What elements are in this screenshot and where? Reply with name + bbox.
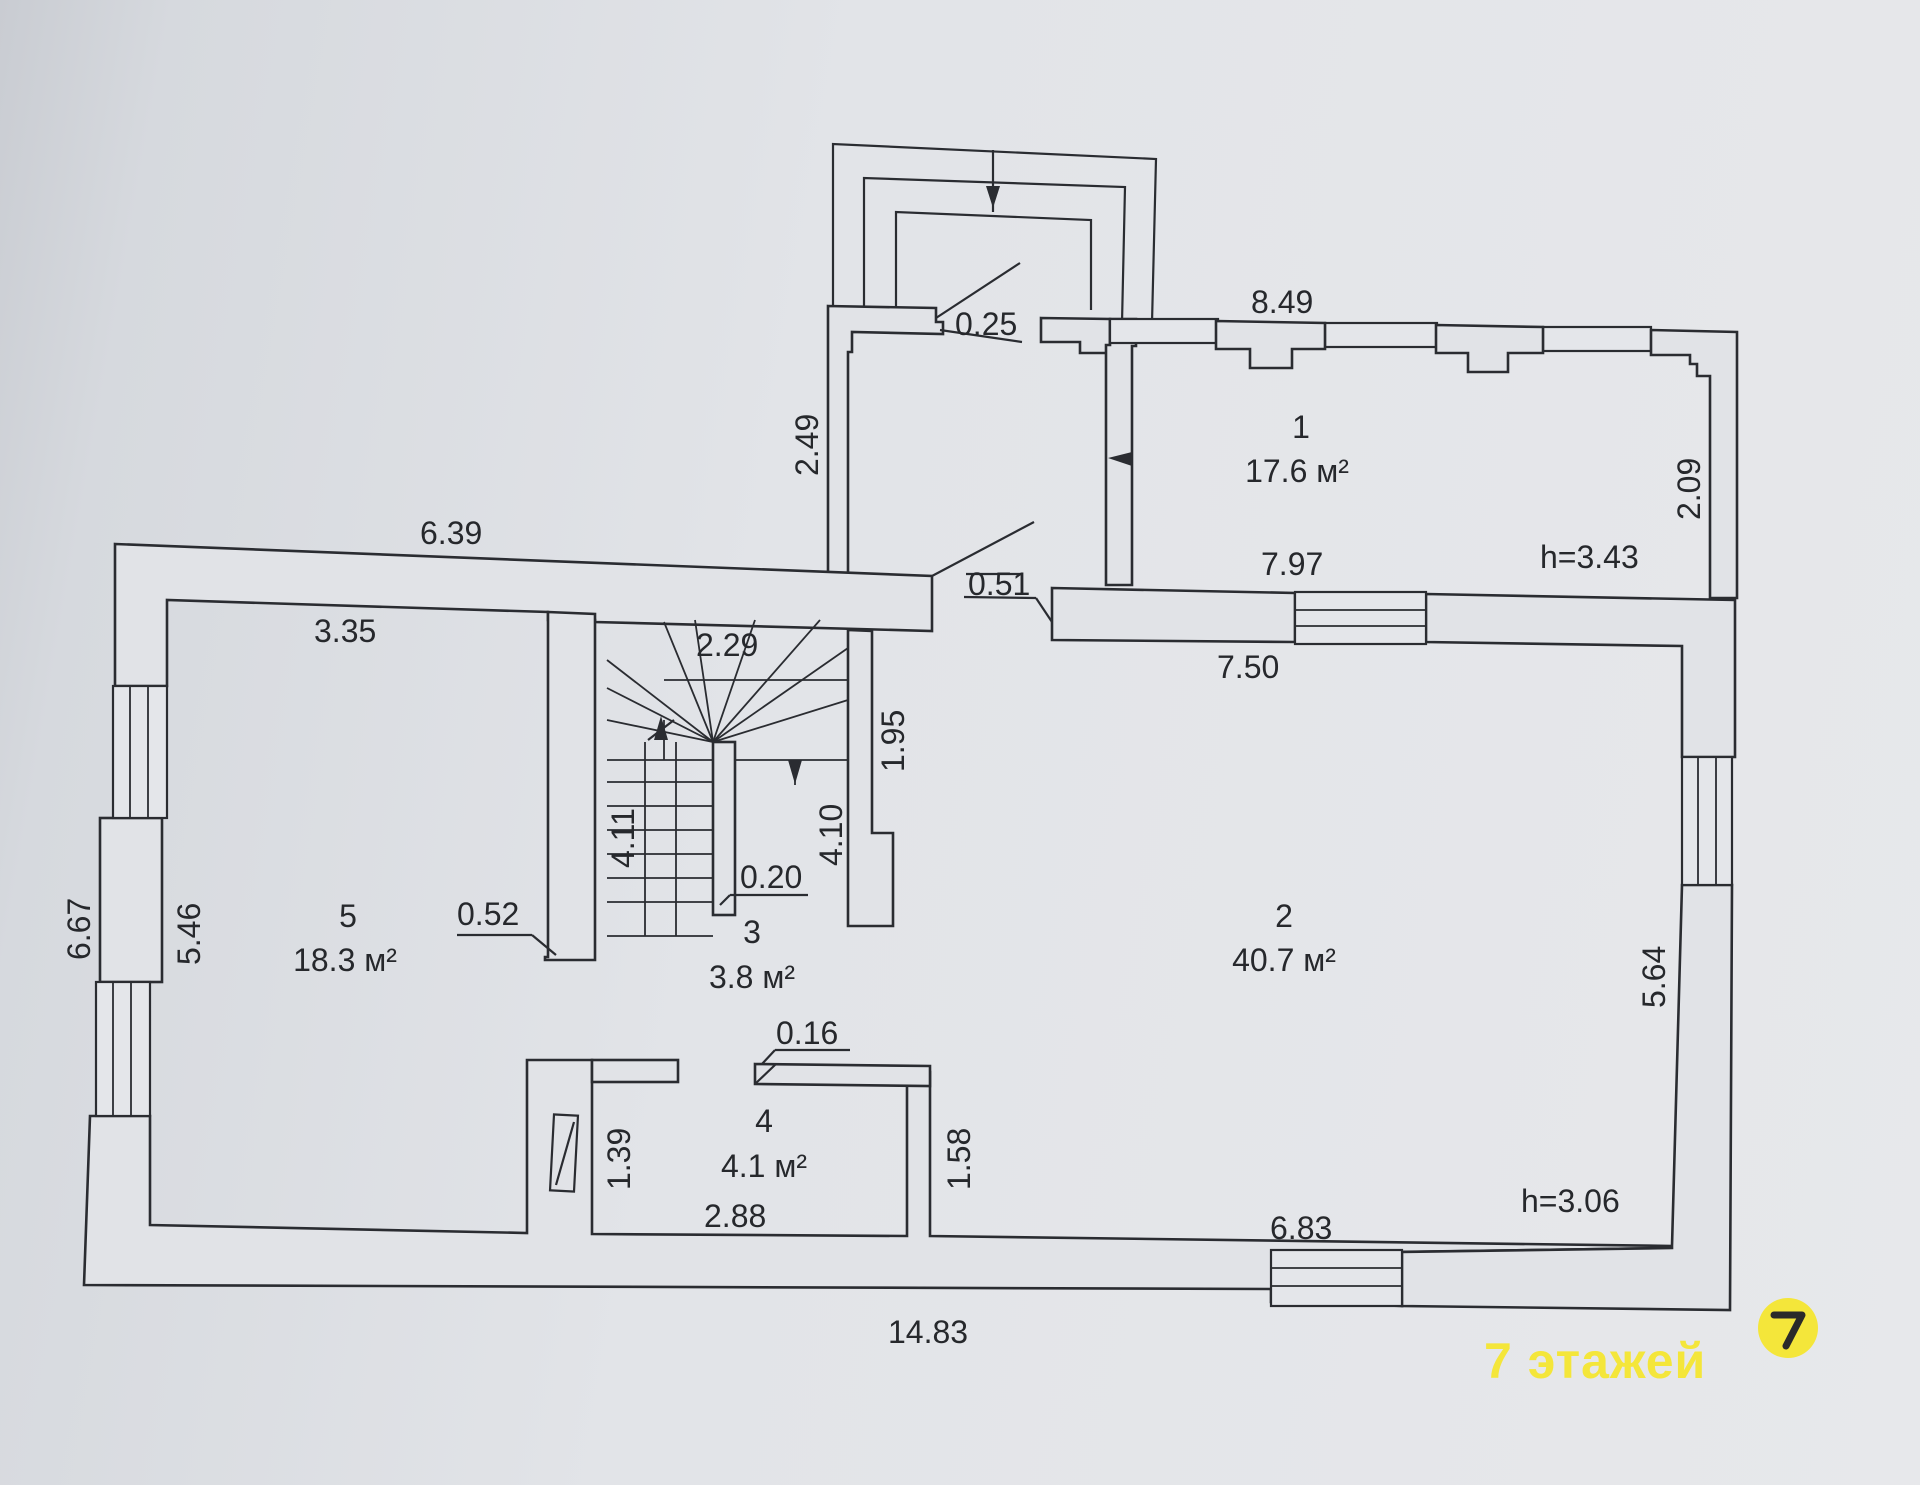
dim-0-16: 0.16 xyxy=(776,1015,838,1051)
vestibule-walls xyxy=(826,262,1112,577)
room-labels: 1 17.6 м² 2 40.7 м² 3 3.8 м² 4 4.1 м² 5 … xyxy=(293,409,1349,1184)
dim-0-51: 0.51 xyxy=(968,566,1030,602)
dim-4-10: 4.10 xyxy=(813,804,849,866)
dim-2-09: 2.09 xyxy=(1671,458,1707,520)
leader-lines xyxy=(457,521,1053,1065)
dim-2-49: 2.49 xyxy=(789,414,825,476)
dim-1-39: 1.39 xyxy=(601,1128,637,1190)
building-walls xyxy=(82,542,1737,1312)
dim-6-39: 6.39 xyxy=(420,515,482,551)
room-4-number: 4 xyxy=(755,1103,773,1139)
dim-4-11: 4.11 xyxy=(605,808,641,868)
room-1-walls xyxy=(1104,317,1739,600)
room-2-area: 40.7 м² xyxy=(1232,942,1336,978)
window-room5-west-lower xyxy=(94,980,152,1118)
height-lower: h=3.06 xyxy=(1521,1183,1620,1219)
ceiling-heights: h=3.43 h=3.06 xyxy=(1521,539,1639,1219)
dim-6-67: 6.67 xyxy=(61,898,97,960)
watermark-text: 7 этажей xyxy=(1484,1333,1707,1389)
dim-8-49: 8.49 xyxy=(1251,284,1313,320)
room-3-area: 3.8 м² xyxy=(709,959,795,995)
dim-2-88: 2.88 xyxy=(704,1198,766,1234)
window-room5-west-upper xyxy=(111,684,169,820)
room-1-number: 1 xyxy=(1292,409,1310,445)
dim-7-50: 7.50 xyxy=(1217,649,1279,685)
window-room1-south xyxy=(1293,590,1428,646)
dimension-labels: 8.49 0.25 2.49 6.39 7.97 2.09 0.51 7.50 … xyxy=(61,284,1707,1350)
staircase xyxy=(606,619,849,937)
dim-0-52: 0.52 xyxy=(457,896,519,932)
window-room2-east xyxy=(1680,755,1734,887)
room-3-number: 3 xyxy=(743,914,761,950)
dim-7-97: 7.97 xyxy=(1261,546,1323,582)
dim-3-35: 3.35 xyxy=(314,613,376,649)
vent-shaft xyxy=(548,1113,580,1193)
height-upper: h=3.43 xyxy=(1540,539,1639,575)
room-2-number: 2 xyxy=(1275,898,1293,934)
room-1-area: 17.6 м² xyxy=(1245,453,1349,489)
dim-0-25: 0.25 xyxy=(955,306,1017,342)
dim-0-20: 0.20 xyxy=(740,859,802,895)
watermark: 7 этажей xyxy=(1484,1296,1824,1396)
entrance-porch xyxy=(831,142,1158,324)
dim-5-64: 5.64 xyxy=(1636,946,1672,1008)
room-5-number: 5 xyxy=(339,898,357,934)
dim-2-29: 2.29 xyxy=(696,627,758,663)
dim-5-46: 5.46 xyxy=(171,903,207,965)
room-4-area: 4.1 м² xyxy=(721,1148,807,1184)
windows xyxy=(94,590,1734,1308)
window-room2-south xyxy=(1269,1248,1404,1308)
dim-14-83: 14.83 xyxy=(888,1314,968,1350)
dim-1-58: 1.58 xyxy=(941,1128,977,1190)
watermark-logo-icon xyxy=(1758,1298,1818,1358)
room-5-area: 18.3 м² xyxy=(293,942,397,978)
dim-6-83: 6.83 xyxy=(1270,1210,1332,1246)
dim-1-95: 1.95 xyxy=(875,710,911,772)
